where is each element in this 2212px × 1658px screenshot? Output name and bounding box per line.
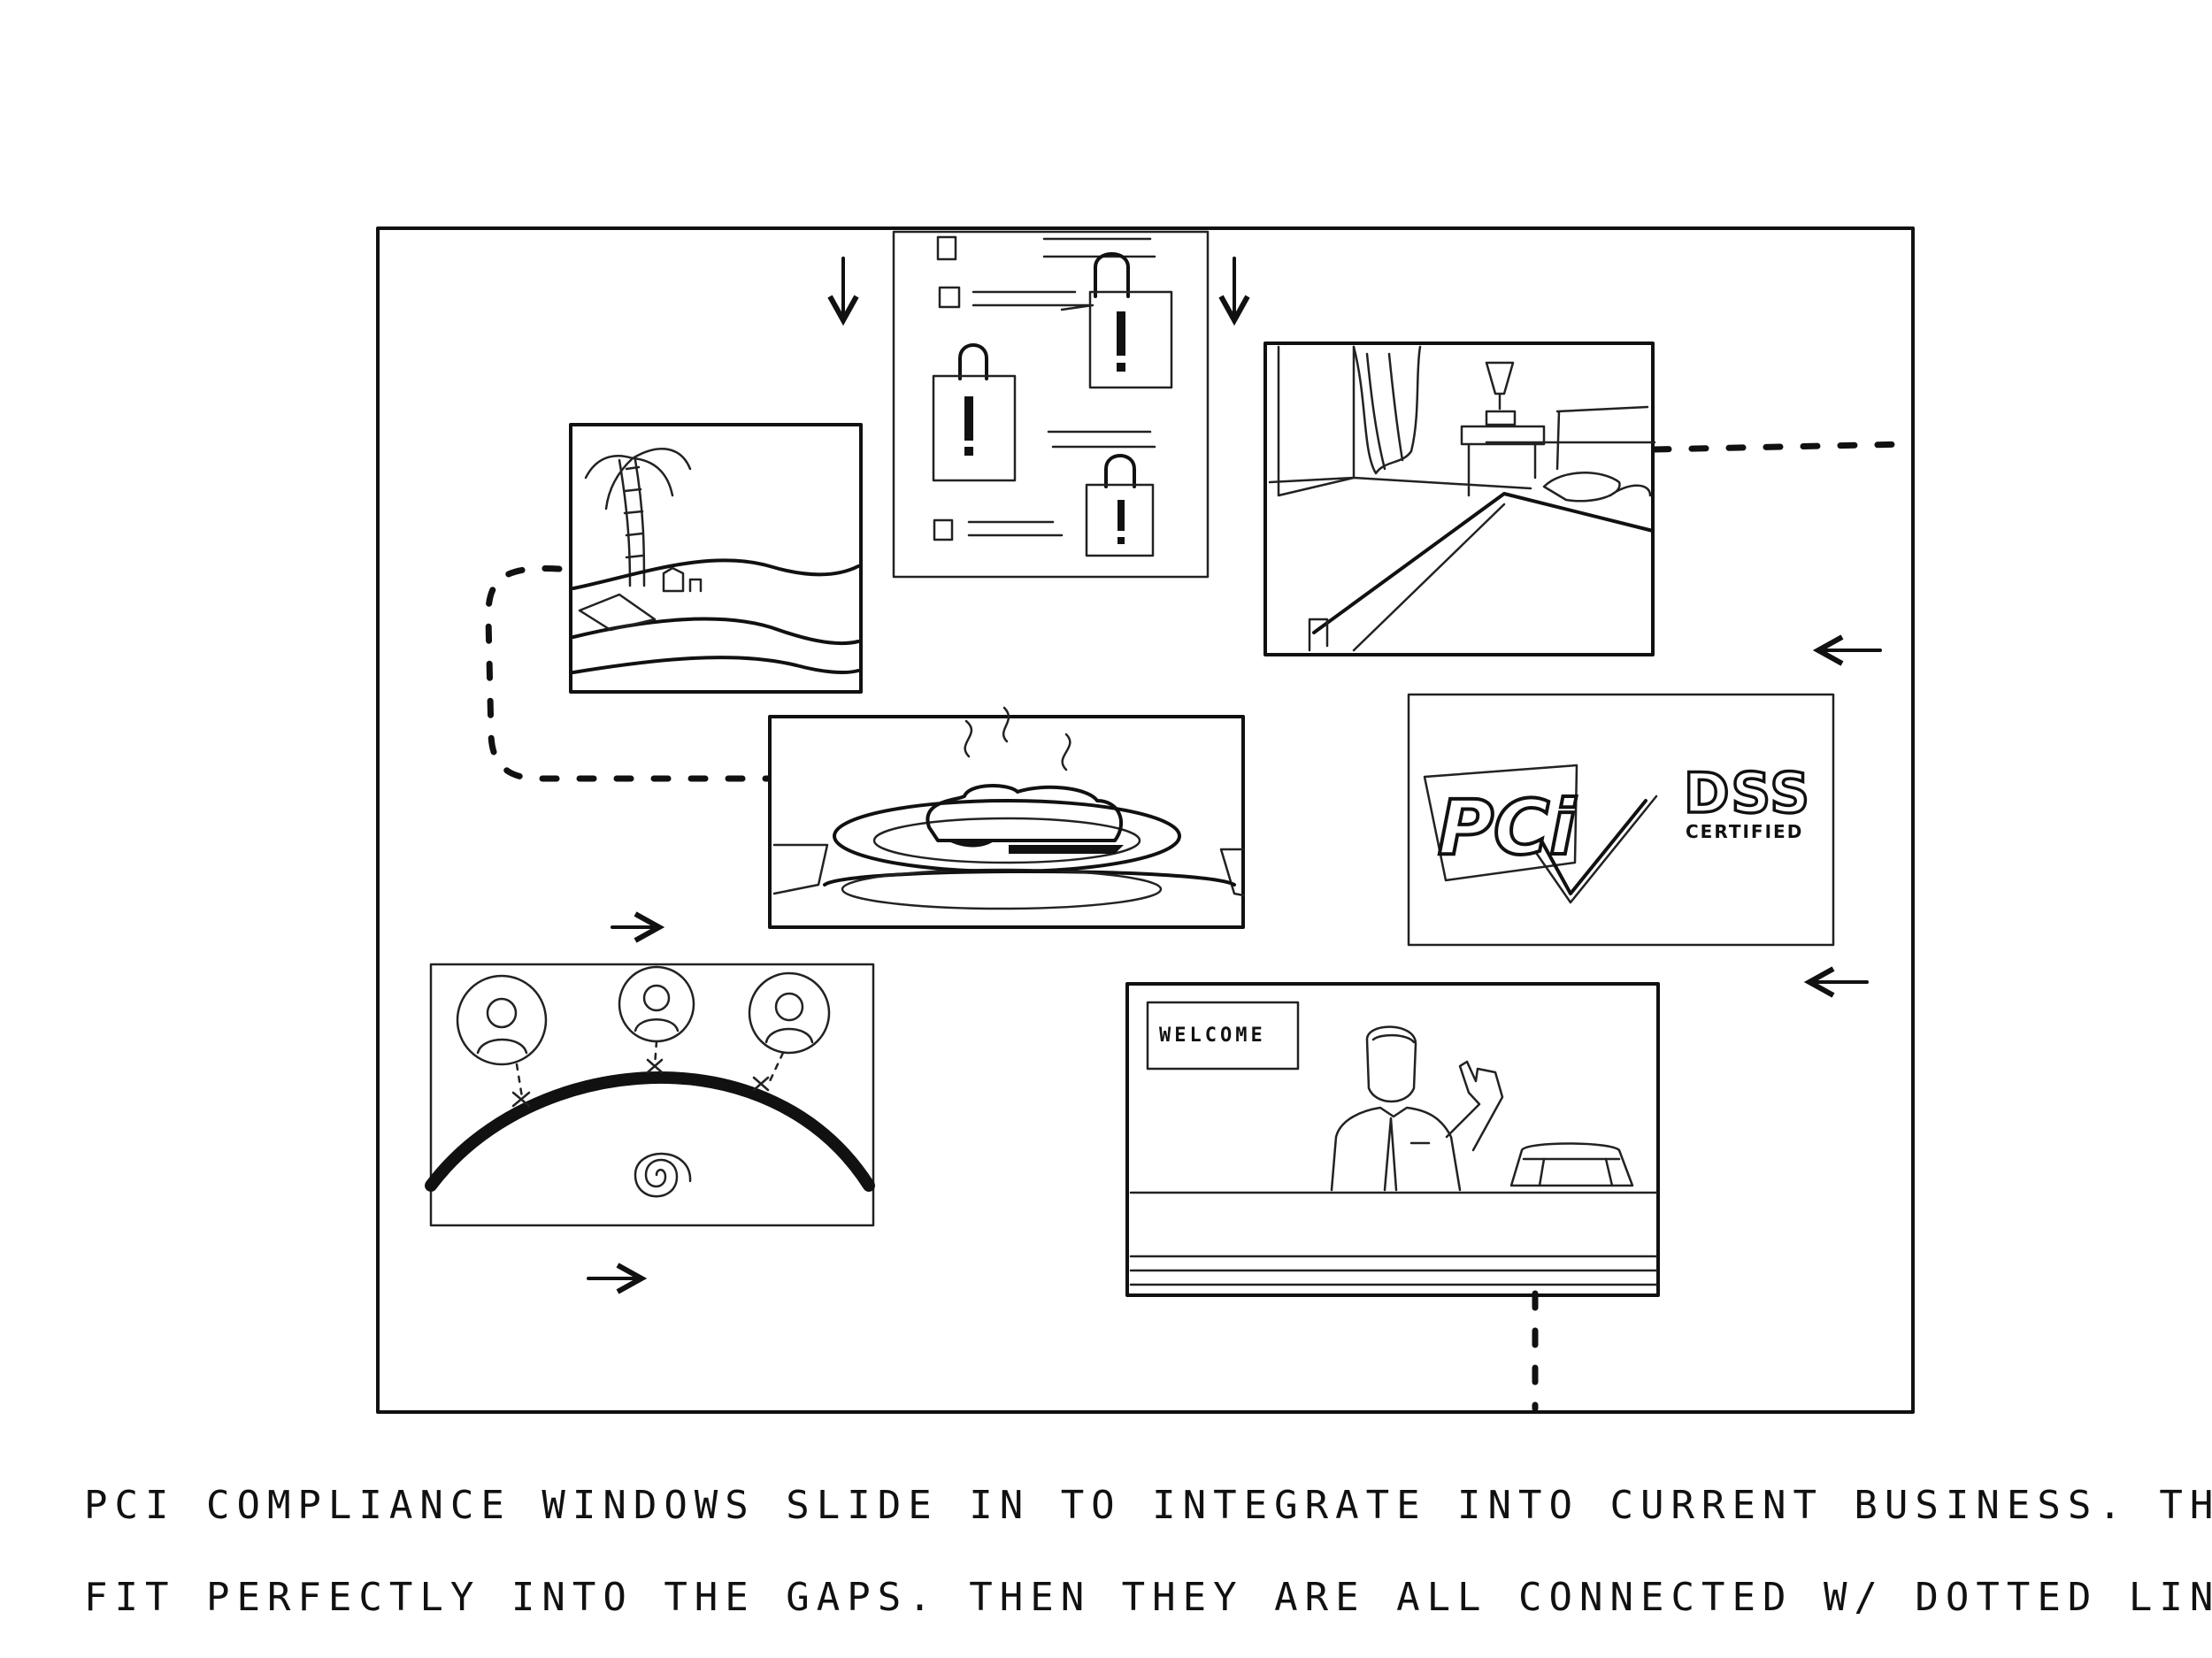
panel-customer-network [425,963,875,1227]
connector-beach-to-dining [485,565,772,782]
panel-pci-dss-certified [1407,693,1835,947]
spiral-icon [634,1152,692,1198]
lock-icon [1085,454,1155,557]
panel-locked-documents [892,230,1210,579]
lock-icon [932,343,1017,482]
panel-hotel-bedroom [1263,342,1656,656]
certified-label: CERTIFIED [1686,821,1803,842]
dss-label: DSS [1684,761,1811,825]
avatar [456,974,548,1066]
panel-beach [569,423,863,694]
welcome-sign: WELCOME [1159,1025,1266,1047]
panel-dining [768,706,1245,929]
avatar [618,965,695,1043]
storyboard-frame [376,226,1915,1414]
lock-icon [1088,252,1173,389]
connector-bedroom-to-frame [1651,441,1913,453]
panel-hotel-front-desk [1125,982,1660,1297]
caption-line-1: PCI COMPLIANCE WINDOWS SLIDE IN TO INTEG… [84,1483,2212,1528]
caption-line-2: FIT PERFECTLY INTO THE GAPS. THEN THEY A… [84,1575,2212,1620]
dotted-connectors [485,441,1913,1412]
avatar [748,971,831,1055]
pci-logo-text: PCi [1438,784,1577,872]
motion-arrows [587,257,1882,1278]
